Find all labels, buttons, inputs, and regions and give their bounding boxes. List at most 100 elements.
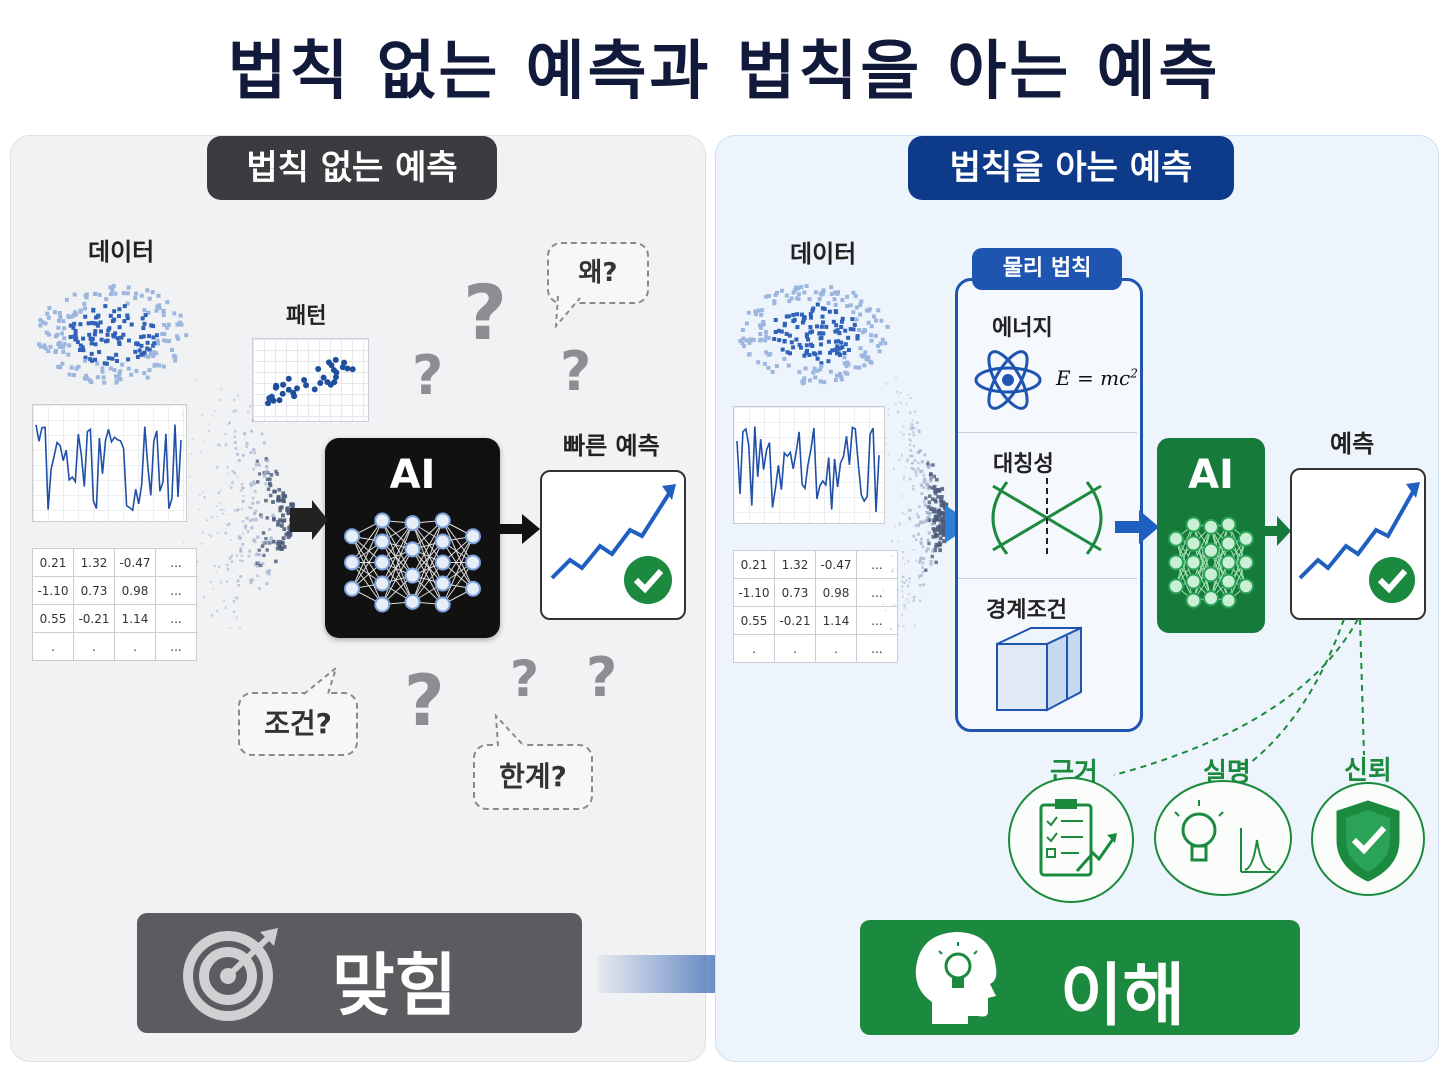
- flow-particle: [940, 519, 945, 524]
- flow-particle: [894, 525, 896, 528]
- flow-particle: [227, 522, 231, 526]
- flow-particle: [913, 426, 916, 430]
- flow-particle: [251, 419, 254, 422]
- nn-node: [1203, 566, 1219, 583]
- main-title: 법칙 없는 예측과 법칙을 아는 예측: [227, 35, 1221, 109]
- nn-node: [404, 593, 421, 610]
- flow-particle: [282, 545, 287, 549]
- nn-edge: [1193, 526, 1212, 582]
- flow-particle: [902, 433, 905, 436]
- scatter-point: [869, 338, 874, 343]
- flow-particle: [211, 414, 213, 417]
- flow-particle: [930, 497, 935, 501]
- flow-particle: [941, 521, 946, 526]
- flow-particle: [241, 559, 244, 563]
- flow-particle: [285, 506, 290, 511]
- flow-particle: [908, 427, 911, 430]
- flow-particle: [275, 472, 279, 476]
- scatter-point: [87, 332, 92, 337]
- flow-particle: [237, 508, 240, 511]
- scatter-point: [822, 380, 827, 385]
- flow-particle: [245, 516, 249, 520]
- flow-particle: [935, 533, 940, 537]
- formula-base: E = mc: [1056, 366, 1131, 390]
- table-cell: .: [114, 632, 156, 661]
- scatter-point: [759, 337, 763, 342]
- scatter-point: [82, 376, 87, 381]
- scatter-point: [843, 342, 848, 347]
- scatter-point: [747, 340, 752, 345]
- nn-edge: [412, 522, 444, 563]
- scatter-point: [161, 313, 166, 318]
- scatter-point: [813, 375, 818, 380]
- flow-particle: [235, 616, 238, 619]
- scatter-point: [776, 328, 781, 333]
- flow-particle: [917, 532, 920, 536]
- flow-particle: [897, 411, 900, 414]
- flow-particle: [902, 625, 905, 628]
- scatter-point: [838, 374, 843, 379]
- left-neural-net: [344, 512, 481, 613]
- scatter-point: [125, 316, 130, 321]
- right-arrow-to-result: [1263, 516, 1291, 546]
- table-row: ......: [733, 634, 898, 663]
- table-cell: ...: [856, 634, 898, 663]
- scatter-point: [75, 340, 80, 345]
- flow-particle: [899, 523, 901, 526]
- scatter-point: [154, 333, 159, 338]
- flow-particle: [922, 557, 926, 561]
- pattern-point: [339, 364, 346, 371]
- flow-particle: [939, 498, 944, 503]
- flow-particle: [281, 536, 286, 541]
- table-cell: 1.32: [774, 550, 816, 579]
- flow-particle: [268, 493, 273, 498]
- scatter-point: [73, 332, 78, 337]
- scatter-point: [805, 334, 809, 339]
- flow-particle: [268, 477, 272, 481]
- scatter-point: [172, 353, 177, 358]
- scatter-point: [761, 320, 766, 324]
- scatter-point: [831, 319, 836, 324]
- flow-particle: [275, 541, 280, 546]
- flow-particle: [220, 388, 223, 391]
- scatter-point: [809, 329, 814, 334]
- scatter-point: [782, 356, 787, 361]
- flow-particle: [912, 468, 916, 472]
- flow-particle: [917, 574, 921, 577]
- flow-particle: [265, 465, 269, 469]
- scatter-point: [842, 361, 847, 366]
- scatter-point: [848, 303, 853, 308]
- flow-particle: [217, 491, 221, 495]
- scatter-point: [829, 285, 834, 290]
- flow-particle: [235, 554, 239, 557]
- flow-particle: [256, 500, 260, 505]
- flow-particle: [216, 466, 219, 469]
- scatter-point: [876, 343, 881, 348]
- scatter-point: [115, 359, 119, 363]
- flow-particle: [925, 510, 929, 514]
- nn-node: [374, 575, 391, 592]
- nn-node: [1203, 542, 1219, 559]
- scatter-point: [866, 308, 871, 313]
- question-mark-icon: ?: [510, 650, 540, 708]
- scatter-point: [108, 313, 113, 318]
- flow-particle: [282, 527, 287, 531]
- flow-particle: [234, 409, 238, 412]
- nn-node: [465, 580, 481, 597]
- scatter-point: [747, 352, 751, 357]
- nn-edge: [381, 541, 413, 603]
- flow-particle: [257, 463, 261, 467]
- scatter-point: [72, 334, 77, 339]
- scatter-point: [845, 371, 850, 376]
- scatter-point: [95, 375, 100, 380]
- flow-particle: [233, 398, 236, 401]
- flow-particle: [909, 411, 912, 414]
- flow-particle: [273, 489, 277, 494]
- flow-particle: [232, 410, 235, 413]
- flow-particle: [897, 624, 900, 627]
- flow-particle: [914, 524, 918, 527]
- scatter-point: [126, 366, 131, 371]
- scatter-point: [78, 308, 83, 313]
